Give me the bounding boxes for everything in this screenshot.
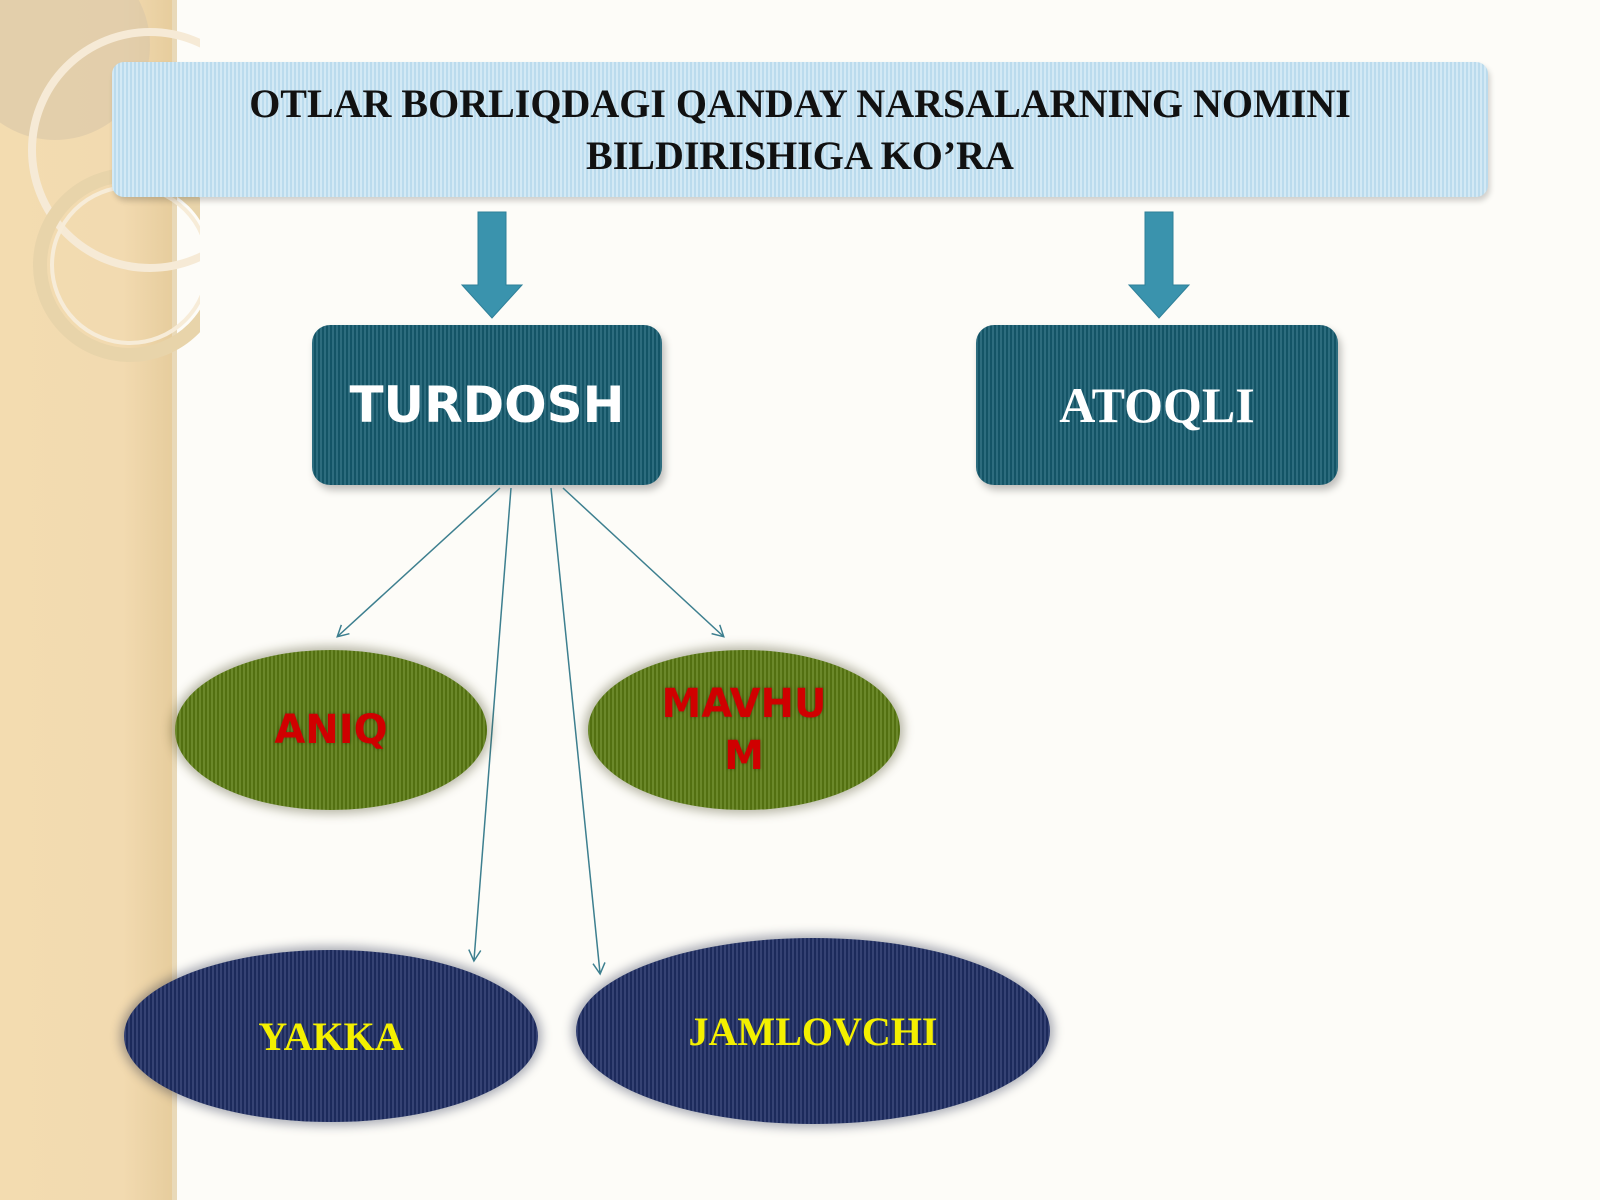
atoqli-texture — [976, 325, 1338, 485]
turdosh-label: TURDOSH — [349, 376, 625, 434]
aniq-label: ANIQ — [274, 707, 388, 753]
connector-mavhum — [562, 487, 725, 638]
title-line-1: OTLAR BORLIQDAGI QANDAY NARSALARNING NOM… — [249, 80, 1351, 126]
arrow-to-turdosh — [460, 211, 524, 319]
connector-aniq — [336, 487, 501, 638]
yakka-ellipse: YAKKA — [124, 950, 538, 1122]
yakka-texture — [124, 950, 538, 1122]
mavhum-label: MAVHUM — [661, 681, 827, 779]
atoqli-label: ATOQLI — [1059, 377, 1255, 433]
title-line-2: BILDIRISHIGA KO’RA — [586, 132, 1014, 178]
title-texture — [112, 62, 1488, 197]
jamlovchi-ellipse: JAMLOVCHI — [576, 938, 1050, 1124]
jamlovchi-texture — [576, 938, 1050, 1124]
turdosh-texture — [312, 325, 662, 485]
side-band-edge — [172, 0, 177, 1200]
atoqli-box: ATOQLI — [976, 325, 1338, 485]
yakka-label: YAKKA — [258, 1013, 404, 1059]
diagram-title: OTLAR BORLIQDAGI QANDAY NARSALARNING NOM… — [249, 78, 1351, 182]
aniq-texture — [175, 650, 487, 810]
turdosh-box: TURDOSH — [312, 325, 662, 485]
connector-jamlovchi — [550, 487, 606, 976]
jamlovchi-label: JAMLOVCHI — [688, 1008, 938, 1054]
title-banner: OTLAR BORLIQDAGI QANDAY NARSALARNING NOM… — [112, 62, 1488, 197]
mavhum-texture — [588, 650, 900, 810]
arrow-to-atoqli — [1127, 211, 1191, 319]
mavhum-ellipse: MAVHUM — [588, 650, 900, 810]
aniq-ellipse: ANIQ — [175, 650, 487, 810]
connector-yakka — [468, 487, 512, 963]
